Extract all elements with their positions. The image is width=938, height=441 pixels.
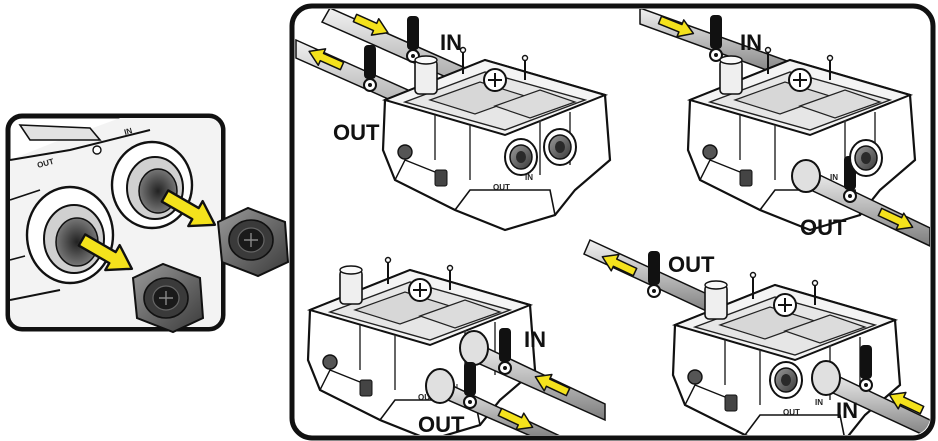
valve-in-bottom-right[interactable]: [859, 344, 873, 392]
label-in-top-right: IN: [740, 30, 762, 55]
reducer-fitting-upper: [216, 206, 290, 278]
valve-in-top-left[interactable]: [406, 15, 420, 63]
valve-out-bottom-left[interactable]: [463, 361, 477, 409]
panel-bottom-left: IN OUT: [306, 256, 606, 437]
panel-bottom-right: OUT IN: [583, 238, 930, 435]
valve-in-bottom-left[interactable]: [498, 327, 512, 375]
valve-out-bottom-right[interactable]: [647, 250, 661, 298]
label-in-bottom-left: IN: [524, 327, 546, 352]
label-out-bottom-left: OUT: [418, 412, 465, 437]
panel-top-left: IN OUT: [295, 9, 612, 232]
inset-in-label: IN: [123, 126, 133, 137]
inset-out-label: OUT: [36, 157, 55, 170]
label-in-top-left: IN: [440, 30, 462, 55]
panel-top-right: IN OUT: [639, 9, 930, 248]
label-out-top-left: OUT: [333, 120, 380, 145]
label-out-top-right: OUT: [800, 215, 847, 240]
label-out-bottom-right: OUT: [668, 252, 715, 277]
valve-in-top-right[interactable]: [709, 14, 723, 62]
valve-out-top-left[interactable]: [363, 44, 377, 92]
label-in-bottom-right: IN: [836, 398, 858, 423]
reducer-fitting-lower: [131, 262, 205, 334]
